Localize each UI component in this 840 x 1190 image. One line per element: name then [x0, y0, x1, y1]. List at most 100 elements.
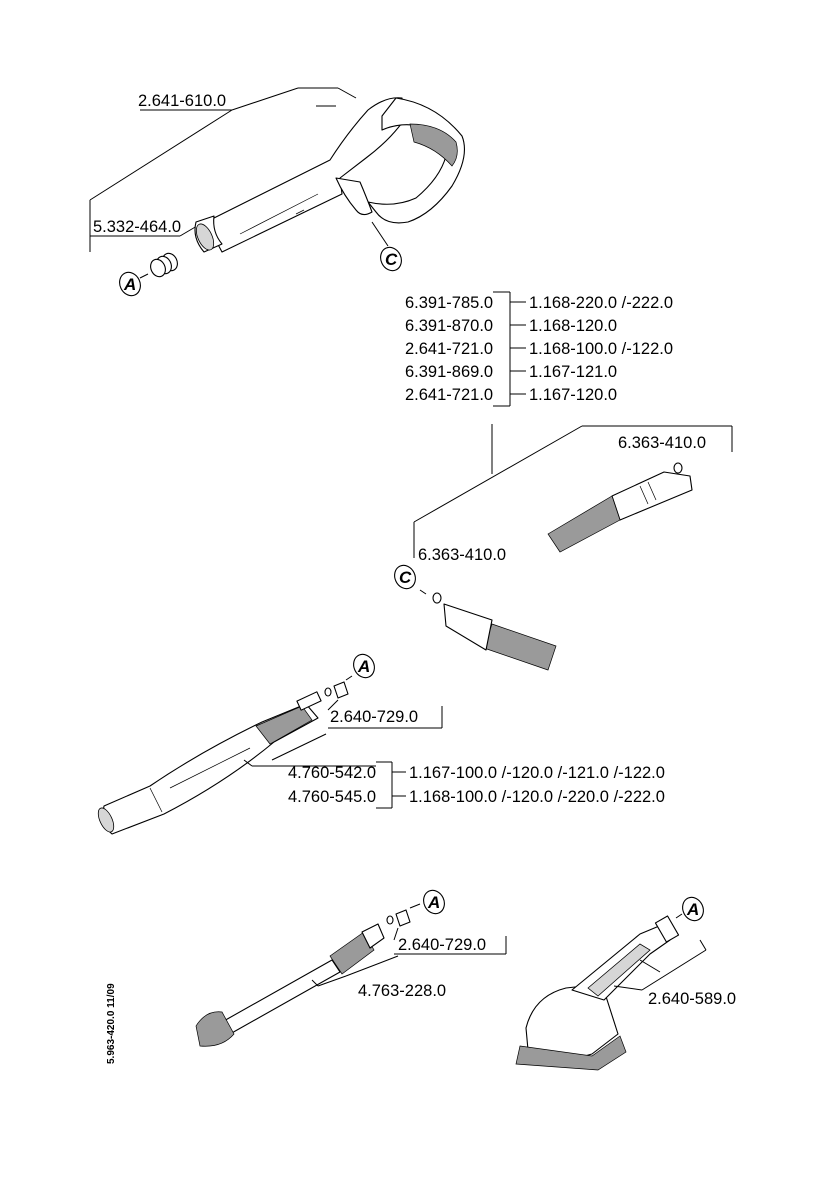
hose-lower-sleeve: [483, 623, 557, 671]
hose-row-5: 2.641-721.0 1.167-120.0: [405, 386, 617, 404]
lance2-leader-1: [317, 975, 347, 987]
svg-text:1.168-100.0 /-122.0: 1.168-100.0 /-122.0: [529, 340, 673, 358]
hose-row-3: 2.641-721.0 1.168-100.0 /-122.0: [405, 340, 673, 358]
lance1-nozzle-face: [97, 807, 115, 833]
lance2-part-number: 4.763-228.0: [358, 982, 446, 1000]
hose-assembly: C 6.363-410.0 6.363-410.0: [394, 424, 733, 671]
lance2-inlet: [361, 923, 385, 949]
nozzle1-part-number: 2.640-729.0: [330, 708, 418, 726]
svg-text:1.168-120.0: 1.168-120.0: [529, 317, 617, 335]
ref-letter-a-lance1: A: [357, 657, 370, 676]
lance1-body-line: [169, 747, 251, 789]
svg-text:1.168-220.0 /-222.0: 1.168-220.0 /-222.0: [529, 294, 673, 312]
svg-text:1.167-100.0 /-120.0 /-121.0 /-: 1.167-100.0 /-120.0 /-121.0 /-122.0: [409, 764, 665, 782]
gun-trigger: [335, 177, 373, 216]
lance2-tube: [221, 959, 341, 1035]
a-pointer-brush: [675, 913, 683, 919]
hose-row-2: 6.391-870.0 1.168-120.0: [405, 317, 617, 335]
gun-bracket-diagonal: [89, 109, 233, 201]
svg-text:6.391-869.0: 6.391-869.0: [405, 363, 493, 381]
ref-letter-a-lance2: A: [427, 893, 440, 912]
svg-text:6.391-870.0: 6.391-870.0: [405, 317, 493, 335]
brush-leader-1: [613, 985, 643, 991]
a-pointer-gun: [139, 273, 149, 279]
brush-handle-inset: [587, 943, 651, 997]
lance2-grip: [329, 931, 375, 975]
hose-table-brackets: [493, 291, 526, 407]
hose-lower-fitting: [443, 603, 493, 651]
lance2-rotor-nozzle: [195, 1011, 235, 1047]
nozzle2-part-number: 2.640-729.0: [398, 936, 486, 954]
gun-leader: [231, 87, 299, 111]
hose-tube-inner: [523, 544, 620, 668]
o-ring-top-part-number: 6.363-410.0: [618, 434, 706, 452]
ref-circle-a-brush: [682, 896, 704, 922]
lance2-leader-2: [345, 955, 399, 977]
ref-circle-c-hose: [394, 564, 416, 590]
gun-grip-texture: [409, 123, 458, 167]
ref-letter-a-brush: A: [686, 900, 699, 919]
nozzle1-leader: [327, 699, 339, 711]
svg-text:1.167-120.0: 1.167-120.0: [529, 386, 617, 404]
lance1-collar-line: [149, 787, 163, 813]
lance1-variant-table: 4.760-542.0 1.167-100.0 /-120.0 /-121.0 …: [288, 761, 665, 809]
a-pointer-lance1: [345, 675, 353, 681]
spray-lance-1: A 2.640-729.0 4.760-542.0 1.167-100.0 /-…: [97, 653, 665, 835]
brush-leader-small: [639, 959, 661, 973]
ref-letter-a-gun: A: [123, 275, 136, 294]
ref-circle-a-lance1: [353, 653, 375, 679]
brush-part-number: 2.640-589.0: [648, 990, 736, 1008]
spray-lance-2: A 2.640-729.0 4.763-228.0: [195, 889, 507, 1047]
svg-text:6.391-785.0: 6.391-785.0: [405, 294, 493, 312]
ref-circle-a-lance2: [423, 889, 445, 915]
svg-text:2.641-721.0: 2.641-721.0: [405, 386, 493, 404]
lance1-leader-diagonal: [271, 733, 327, 761]
gun-muzzle-face: [195, 223, 215, 251]
gun-part-number: 2.641-610.0: [138, 92, 226, 110]
svg-text:2.641-721.0: 2.641-721.0: [405, 340, 493, 358]
nozzle2-leader: [393, 927, 399, 941]
lance1-inlet-fitting: [296, 691, 322, 711]
svg-text:1.167-121.0: 1.167-121.0: [529, 363, 617, 381]
brush-leader-diagonal: [641, 949, 707, 991]
thread-nipple: [150, 252, 178, 278]
wash-brush-assembly: A 2.640-589.0: [515, 896, 736, 1071]
c-pointer-hose: [419, 589, 427, 595]
o-ring-top: [673, 462, 683, 474]
lance2-o-ring: [386, 915, 394, 925]
ref-circle-a-gun: [119, 271, 141, 297]
thread-leader: [179, 225, 198, 237]
lance1-leader-tick: [243, 759, 253, 767]
gun-leader-tick: [337, 87, 357, 99]
lance2-leader-tick: [311, 979, 319, 987]
gun-barrel-body: [205, 97, 405, 253]
a-pointer-lance2: [409, 903, 421, 909]
hose-variant-table: 6.391-785.0 1.168-220.0 /-222.0 6.391-87…: [405, 291, 673, 407]
ref-circle-c-gun: [380, 246, 402, 272]
brush-leader-tick: [699, 939, 707, 951]
brush-bristles: [515, 1035, 627, 1071]
spray-gun-assembly: A C 2.641-610.0 5.332-464.0: [89, 87, 465, 297]
svg-text:4.760-545.0: 4.760-545.0: [288, 788, 376, 806]
ref-letter-c-gun: C: [385, 250, 398, 269]
o-ring-bottom-part-number: 6.363-410.0: [418, 546, 506, 564]
hose-upper-sleeve: [547, 495, 621, 553]
lance1-grip-band: [255, 705, 313, 745]
lance1-o-ring: [324, 687, 332, 697]
lance2-nozzle-insert: [395, 909, 411, 927]
hose-upper-fitting: [611, 471, 693, 521]
svg-text:1.168-100.0 /-120.0 /-220.0 /-: 1.168-100.0 /-120.0 /-220.0 /-222.0: [409, 788, 665, 806]
gun-barrel-mark: [295, 209, 305, 215]
thread-part-number: 5.332-464.0: [93, 218, 181, 236]
lance1-nozzle-insert: [333, 681, 349, 699]
svg-text:4.760-542.0: 4.760-542.0: [288, 764, 376, 782]
hose-row-4: 6.391-869.0 1.167-121.0: [405, 363, 617, 381]
hose-row-1: 6.391-785.0 1.168-220.0 /-222.0: [405, 294, 673, 312]
c-pointer-gun: [371, 221, 389, 247]
brush-coupling: [654, 915, 680, 943]
ref-letter-c-hose: C: [399, 568, 412, 587]
o-ring-bottom: [432, 592, 442, 604]
document-code: 5.963-420.0 11/09: [106, 983, 117, 1064]
gun-barrel-line: [239, 193, 319, 235]
